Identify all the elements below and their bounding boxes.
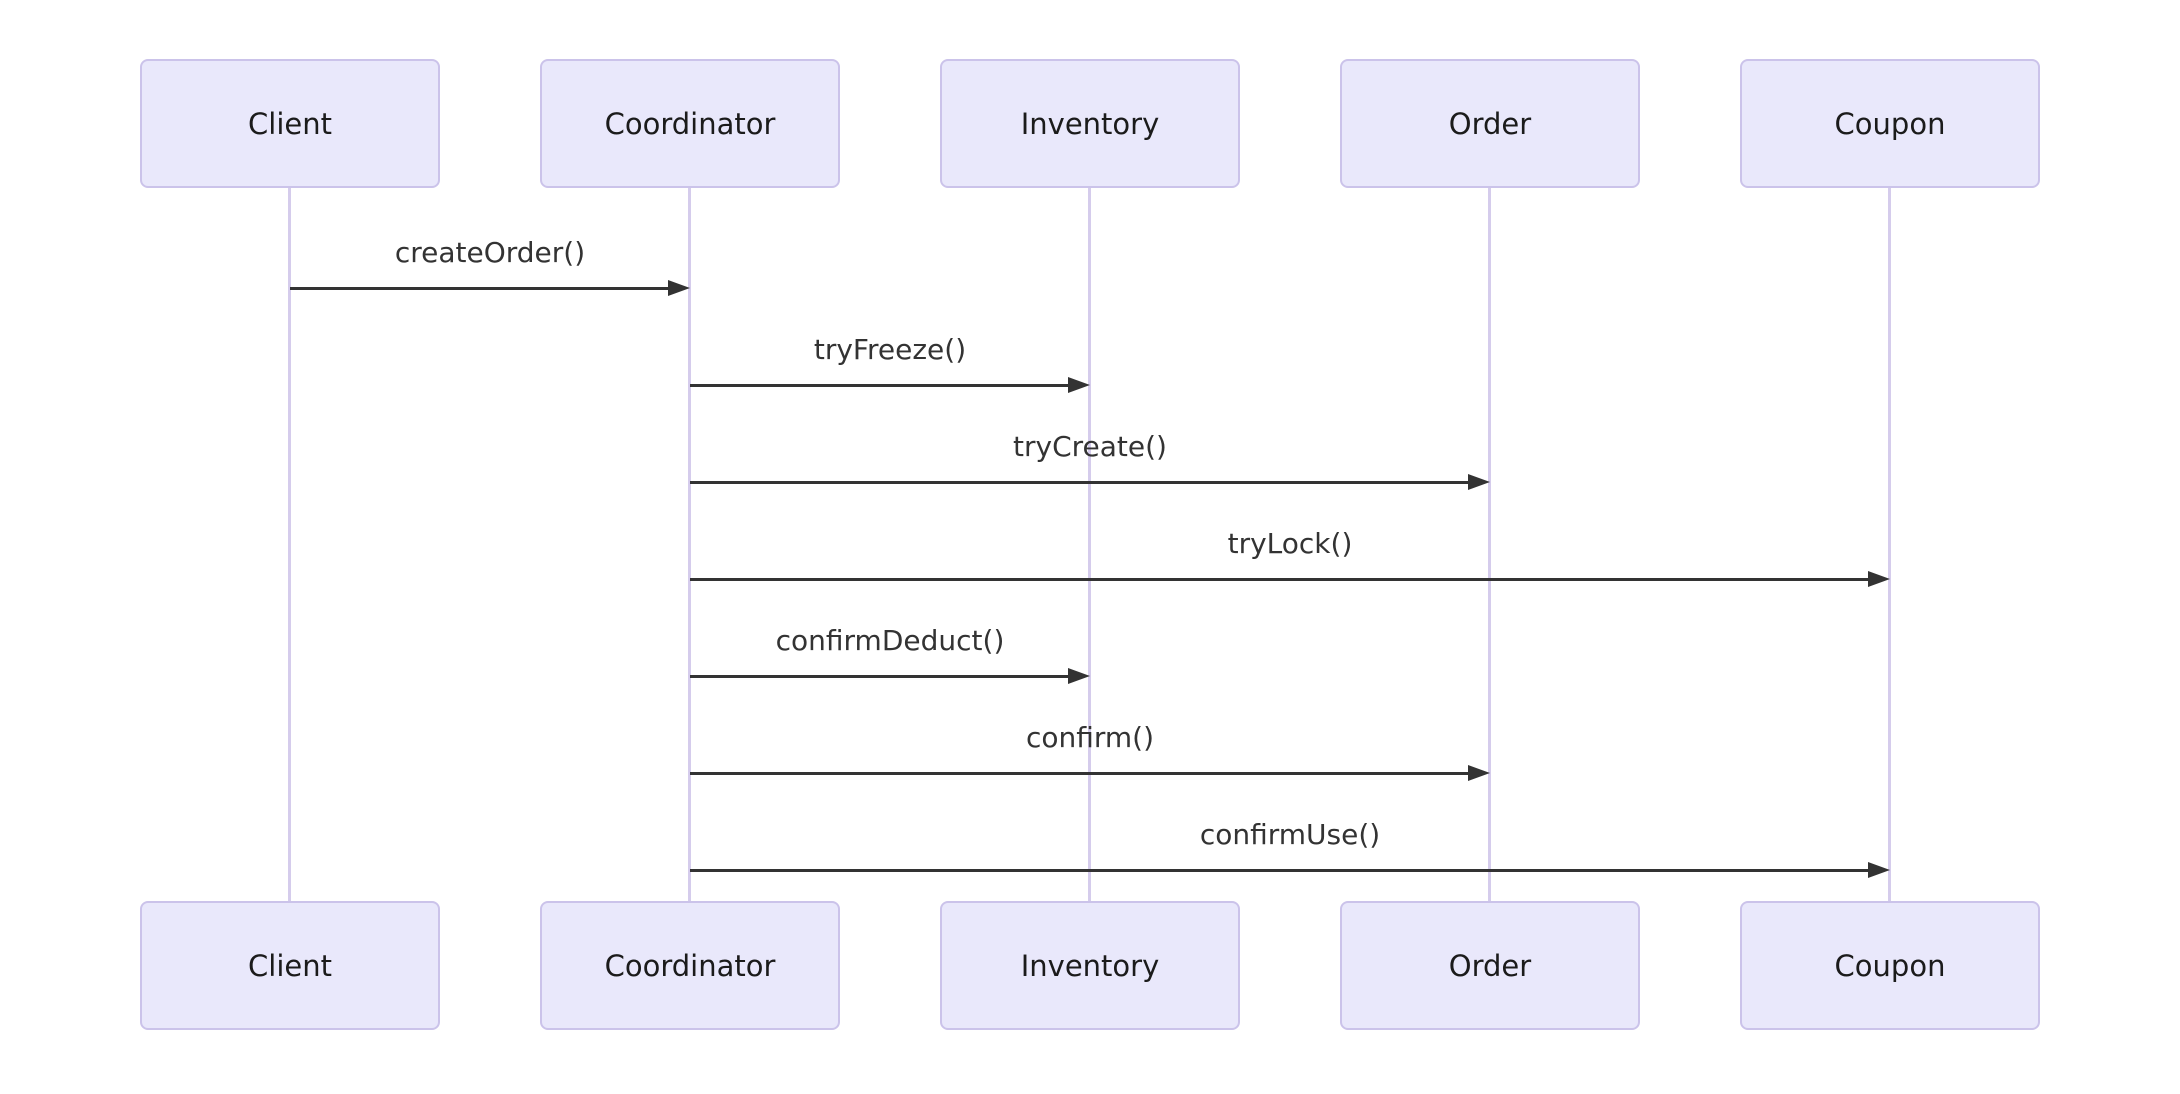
- actor-top-order: Order: [1340, 59, 1640, 188]
- actor-bottom-coordinator: Coordinator: [540, 901, 840, 1030]
- lifeline-coupon: [1888, 188, 1891, 901]
- arrow-line: [690, 481, 1470, 484]
- actor-label: Client: [248, 948, 332, 983]
- actor-label: Inventory: [1020, 948, 1160, 983]
- arrowhead: [1868, 862, 1890, 878]
- arrow-line: [690, 772, 1470, 775]
- arrow-line: [690, 384, 1070, 387]
- actor-top-coordinator: Coordinator: [540, 59, 840, 188]
- message-label: tryFreeze(): [813, 333, 967, 366]
- arrowhead: [1868, 571, 1890, 587]
- arrowhead: [1468, 765, 1490, 781]
- arrow-line: [690, 869, 1870, 872]
- message-label: tryLock(): [1227, 527, 1353, 560]
- actor-top-coupon: Coupon: [1740, 59, 2040, 188]
- actor-bottom-client: Client: [140, 901, 440, 1030]
- actor-bottom-coupon: Coupon: [1740, 901, 2040, 1030]
- lifeline-order: [1488, 188, 1491, 901]
- actor-label: Inventory: [1020, 106, 1160, 141]
- actor-label: Coordinator: [604, 948, 776, 983]
- actor-label: Client: [248, 106, 332, 141]
- message-label: createOrder(): [394, 236, 586, 269]
- actor-top-inventory: Inventory: [940, 59, 1240, 188]
- arrowhead: [668, 280, 690, 296]
- actor-label: Coordinator: [604, 106, 776, 141]
- lifeline-client: [288, 188, 291, 901]
- message-label: confirmDeduct(): [775, 624, 1005, 657]
- actor-label: Order: [1448, 106, 1532, 141]
- actor-label: Order: [1448, 948, 1532, 983]
- arrow-line: [690, 675, 1070, 678]
- arrowhead: [1068, 668, 1090, 684]
- lifeline-inventory: [1088, 188, 1091, 901]
- arrowhead: [1468, 474, 1490, 490]
- actor-label: Coupon: [1834, 948, 1946, 983]
- arrow-line: [690, 578, 1870, 581]
- lifeline-coordinator: [688, 188, 691, 901]
- arrow-line: [290, 287, 670, 290]
- actor-label: Coupon: [1834, 106, 1946, 141]
- actor-top-client: Client: [140, 59, 440, 188]
- actor-bottom-inventory: Inventory: [940, 901, 1240, 1030]
- message-label: confirmUse(): [1199, 818, 1381, 851]
- arrowhead: [1068, 377, 1090, 393]
- actor-bottom-order: Order: [1340, 901, 1640, 1030]
